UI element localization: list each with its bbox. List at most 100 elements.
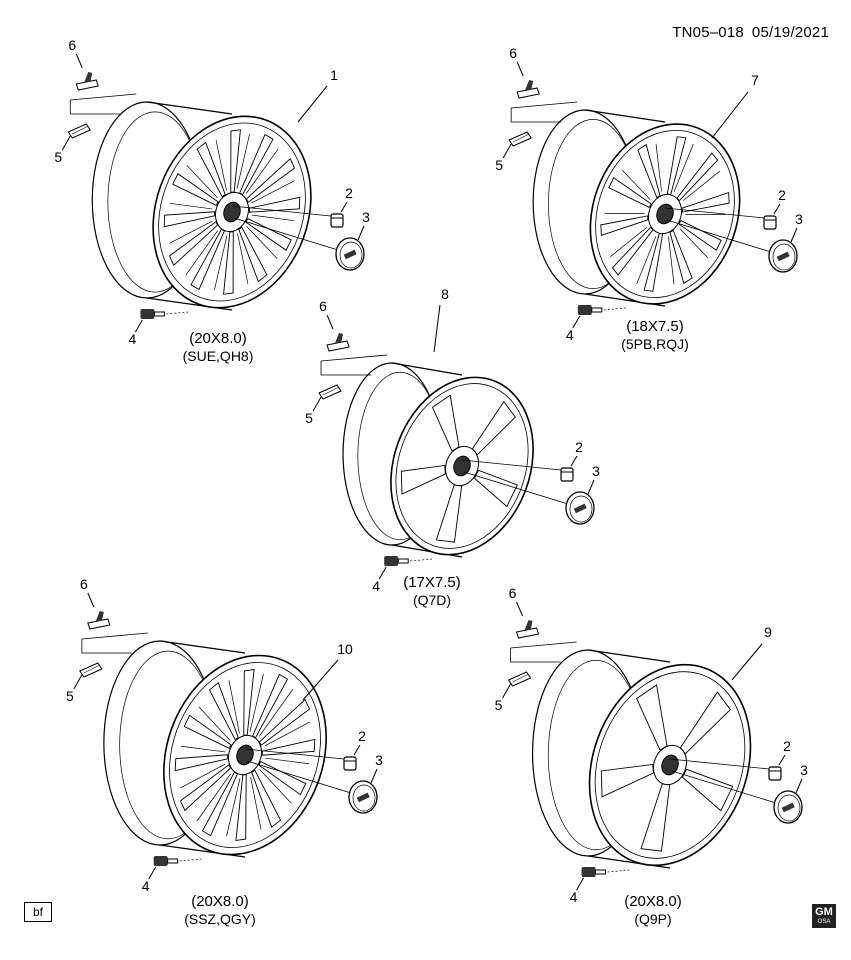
wheel-size-label: (20X8.0) [624,893,682,910]
spoke [168,221,219,266]
gm-logo-subtext: OSA [817,919,831,925]
weight-bracket [69,100,121,115]
balance-weight-adhesive [79,662,103,678]
tpms-valve-body [581,867,596,877]
spoke [174,754,229,772]
wheel-option-codes: (SUE,QH8) [183,348,254,364]
cap-leader [671,770,777,804]
spoke [608,177,652,209]
callout-center-cap-line [790,227,798,243]
spoke-edge [682,170,720,201]
lug-nut-body [343,756,357,771]
tpms-valve-stem [591,307,603,313]
spoke-edge [249,673,264,732]
balance-weight-adhesive [67,123,92,139]
callout-wheel: 10 [337,641,353,657]
wheel-size-label: (17X7.5) [403,574,461,591]
spoke-edge [198,706,231,741]
lug-leader [664,207,765,219]
diagram-date: 05/19/2021 [751,24,829,41]
callout-wheel-line [433,304,441,353]
cap-leader [246,760,352,794]
weight-bracket [81,639,132,654]
callout-clip-weight: 6 [68,37,76,53]
callout-wheel-line [302,659,339,701]
callout-wheel: 1 [330,67,338,83]
balance-weight-adhesive [507,671,532,687]
wheel-option-codes: (5PB,RQJ) [621,336,689,352]
spoke [172,173,219,207]
adhesive-weight-strip [513,133,530,143]
callout-lug-nut-line [353,744,361,756]
center-cap-ring [339,241,363,269]
callout-tpms-valve: 4 [372,578,380,594]
wheel-face [588,663,752,867]
center-cap-emblem [776,251,790,262]
adhesive-weight-body [508,131,532,147]
tpms-valve [577,305,626,315]
spoke [258,698,311,746]
callout-lug-nut-line [778,754,786,766]
wheel-inner-rim [595,130,735,298]
hub-center [661,754,679,776]
wheel-face [589,123,741,305]
bf-badge: bf [24,902,52,922]
center-cap [565,491,595,525]
adhesive-weight-body [318,384,342,400]
lug-nut-body [763,215,777,230]
diagram-code: TN05–018 [672,24,744,41]
callout-lug-nut: 2 [575,439,583,455]
callout-tpms-valve-line [572,315,581,329]
lug-leader [231,205,332,217]
callout-wheel: 9 [764,624,772,640]
rim-top-edge [584,109,666,123]
callout-clip-weight: 6 [509,45,517,61]
spoke-edge [264,721,310,747]
tpms-valve [581,867,630,877]
tpms-valve-stem [595,869,607,875]
wheel-face [163,654,327,856]
tpms-valve [140,309,189,319]
spoke-edge [226,778,241,837]
adhesive-weight-strip [83,664,100,674]
lug-nut [343,756,357,771]
center-cap-emblem [573,503,587,514]
lug-nut-body [560,467,574,482]
tpms-valve-leader [603,307,626,311]
callout-tpms-valve-line [576,877,584,891]
spoke-edge [636,236,657,285]
callout-wheel-line [711,91,749,139]
tpms-valve [384,556,433,566]
callout-adhesive-weight: 5 [66,688,74,704]
gm-logo-text: GM [815,906,833,918]
callout-center-cap-line [357,225,365,241]
wheel-face [152,115,312,309]
spoke-edge [251,214,295,222]
tpms-valve-leader [607,869,630,873]
hub-center [236,744,254,766]
hub-center [453,455,471,477]
callout-tpms-valve: 4 [142,878,150,894]
tpms-valve-body [153,856,168,866]
adhesive-weight-strip [512,673,529,683]
tpms-valve-leader [410,558,433,562]
weight-bracket [510,648,561,663]
clip-weight-tab [95,611,104,621]
spoke-edge [685,214,726,215]
center-cap-emblem [343,249,357,260]
clip-weight-tab [525,80,534,90]
balance-weight-clip [326,333,350,352]
weight-leader [321,354,388,362]
diagram-header: TN05–018 05/19/2021 [672,24,829,41]
tpms-valve-stem [167,858,179,864]
callout-clip-weight-line [516,601,524,617]
spoke [637,143,661,199]
spoke [248,196,301,213]
adhesive-weight-body [507,671,532,687]
callout-adhesive-weight-line [73,674,83,690]
callout-wheel-line [297,85,328,123]
